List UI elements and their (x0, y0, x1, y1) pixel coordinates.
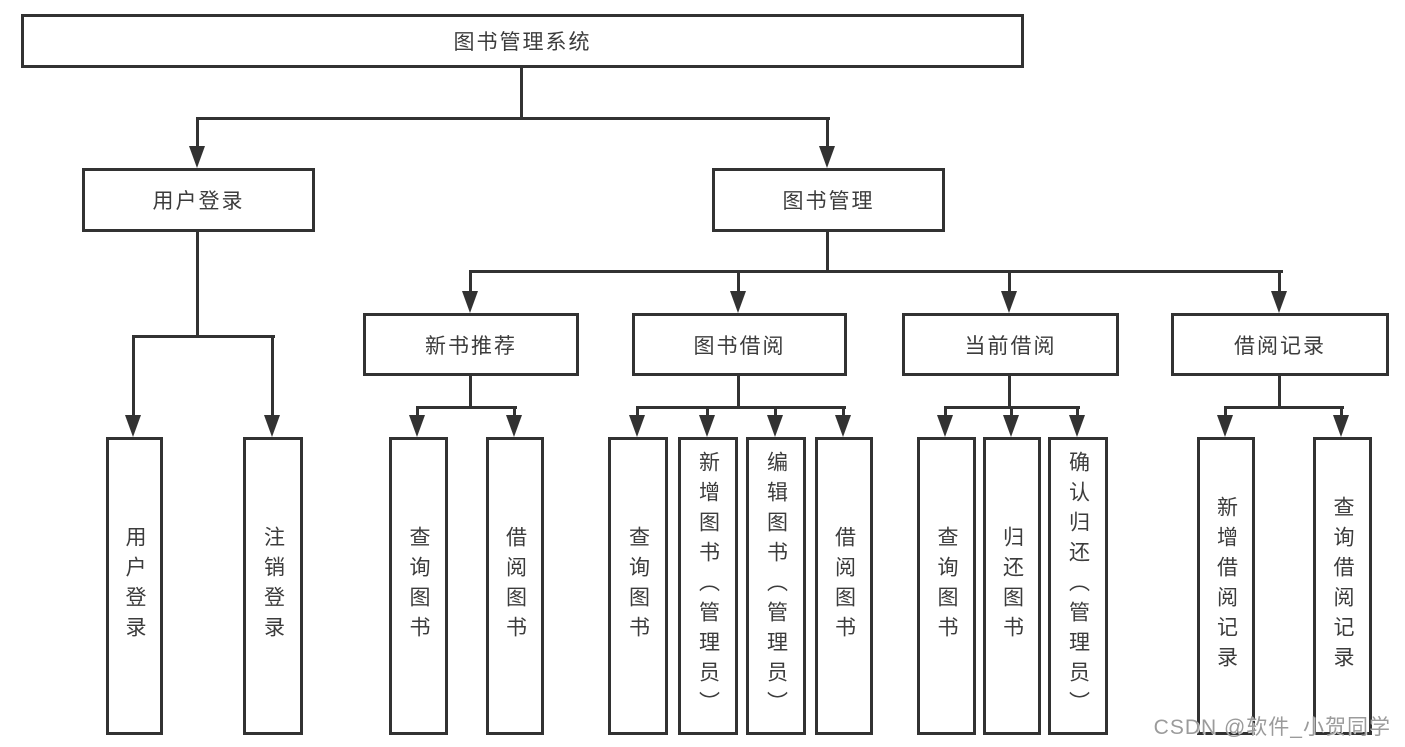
node-label: 图书管理 (782, 190, 875, 213)
node-label: 图书借阅 (693, 334, 786, 358)
connector-hline (133, 335, 275, 338)
node-label: 新增图书（管理员） (696, 451, 720, 721)
node-current-borrow: 当前借阅 (902, 313, 1119, 376)
node-leaf-add-books-admin: 新增图书（管理员） (678, 437, 738, 735)
connector-arrow (1003, 406, 1019, 437)
connector-vline (1008, 374, 1011, 408)
connector-vline (469, 374, 472, 408)
node-label: 查询图书 (935, 526, 958, 646)
connector-arrow (189, 117, 205, 168)
node-label: 用户登录 (123, 526, 146, 646)
node-leaf-confirm-return-admin: 确认归还（管理员） (1048, 437, 1108, 735)
node-leaf-borrow-books-borrow: 借阅图书 (815, 437, 873, 735)
node-label: 查询借阅记录 (1331, 496, 1354, 676)
connector-arrow (125, 335, 141, 437)
node-leaf-edit-books-admin: 编辑图书（管理员） (746, 437, 806, 735)
node-label: 借阅图书 (503, 526, 527, 646)
node-user-login: 用户登录 (82, 168, 315, 232)
node-leaf-user-login: 用户登录 (106, 437, 163, 735)
node-book-management: 图书管理 (712, 168, 945, 232)
connector-vline (520, 66, 523, 119)
node-borrow-records: 借阅记录 (1171, 313, 1389, 376)
connector-arrow (937, 406, 953, 437)
node-label: 确认归还（管理员） (1066, 451, 1090, 721)
node-label: 查询图书 (407, 526, 430, 646)
node-new-book-recommend: 新书推荐 (363, 313, 579, 376)
connector-arrow (1271, 270, 1287, 313)
connector-hline (637, 406, 846, 409)
node-leaf-logout-login: 注销登录 (243, 437, 303, 735)
node-label: 注销登录 (261, 526, 285, 646)
csdn-watermark: CSDN @软件_小贺同学 (1153, 716, 1391, 739)
connector-arrow (506, 406, 522, 437)
connector-arrow (629, 406, 645, 437)
connector-vline (196, 230, 199, 337)
node-label: 借阅记录 (1234, 334, 1326, 358)
connector-vline (1278, 374, 1281, 408)
connector-arrow (835, 406, 851, 437)
node-leaf-query-borrow-record: 查询借阅记录 (1313, 437, 1372, 735)
node-label: 编辑图书（管理员） (764, 451, 788, 721)
connector-arrow (1069, 406, 1085, 437)
connector-arrow (819, 117, 835, 168)
node-leaf-add-borrow-record: 新增借阅记录 (1197, 437, 1255, 735)
connector-arrow (1217, 406, 1233, 437)
node-root: 图书管理系统 (21, 14, 1024, 68)
node-label: 图书管理系统 (453, 31, 592, 54)
connector-arrow (409, 406, 425, 437)
node-leaf-return-books: 归还图书 (983, 437, 1041, 735)
connector-arrow (1001, 270, 1017, 313)
connector-arrow (730, 270, 746, 313)
connector-arrow (1333, 406, 1349, 437)
node-leaf-query-books-current: 查询图书 (917, 437, 976, 735)
connector-hline (417, 406, 517, 409)
node-book-borrow: 图书借阅 (632, 313, 847, 376)
connector-vline (737, 374, 740, 408)
connector-vline (826, 230, 829, 272)
node-label: 新书推荐 (425, 334, 517, 358)
node-leaf-borrow-books-recommend: 借阅图书 (486, 437, 544, 735)
node-label: 新增借阅记录 (1214, 496, 1238, 676)
connector-arrow (767, 406, 783, 437)
node-label: 查询图书 (626, 526, 650, 646)
connector-arrow (264, 335, 280, 437)
connector-arrow (699, 406, 715, 437)
node-label: 当前借阅 (964, 334, 1057, 358)
node-label: 借阅图书 (832, 526, 856, 646)
node-label: 用户登录 (152, 190, 245, 213)
node-leaf-query-books-borrow: 查询图书 (608, 437, 668, 735)
connector-hline (470, 270, 1283, 273)
connector-hline (197, 117, 830, 120)
node-label: 归还图书 (1000, 526, 1024, 646)
connector-hline (1225, 406, 1344, 409)
node-leaf-query-books-recommend: 查询图书 (389, 437, 448, 735)
connector-arrow (462, 270, 478, 313)
